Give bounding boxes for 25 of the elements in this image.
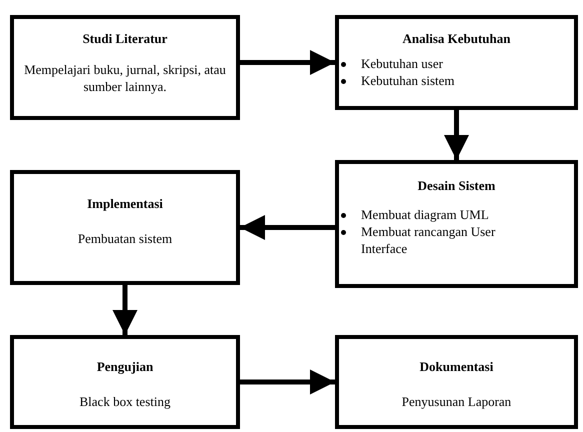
- box-title: Implementasi: [86, 196, 164, 213]
- box-title: Pengujian: [96, 359, 154, 376]
- process-box: [335, 160, 578, 288]
- bullet-text: Membuat rancangan User Interface: [361, 224, 496, 258]
- box-text: Penyusunan Laporan: [400, 394, 512, 411]
- box-title: Desain Sistem: [416, 178, 496, 195]
- process-box: [10, 335, 240, 429]
- arrow: [444, 110, 469, 160]
- box-text: Black box testing: [78, 394, 172, 411]
- box-title: Studi Literatur: [82, 31, 168, 48]
- box-text: Pembuatan sistem: [76, 230, 174, 248]
- process-box: [10, 170, 240, 285]
- arrow: [240, 215, 335, 240]
- arrow: [112, 285, 138, 335]
- process-box: [335, 335, 578, 429]
- arrow: [240, 370, 335, 394]
- arrow: [240, 50, 335, 75]
- bullet-text: Kebutuhan user: [361, 56, 443, 73]
- process-box: [335, 15, 578, 110]
- bullet-text: Kebutuhan sistem: [361, 72, 455, 90]
- box-title: Analisa Kebutuhan: [401, 31, 512, 48]
- process-box: [10, 15, 240, 120]
- box-title: Dokumentasi: [418, 359, 494, 376]
- box-text: Mempelajari buku, jurnal, skripsi, atau sumber lainnya.: [23, 62, 227, 96]
- bullet-text: Membuat diagram UML: [361, 206, 489, 224]
